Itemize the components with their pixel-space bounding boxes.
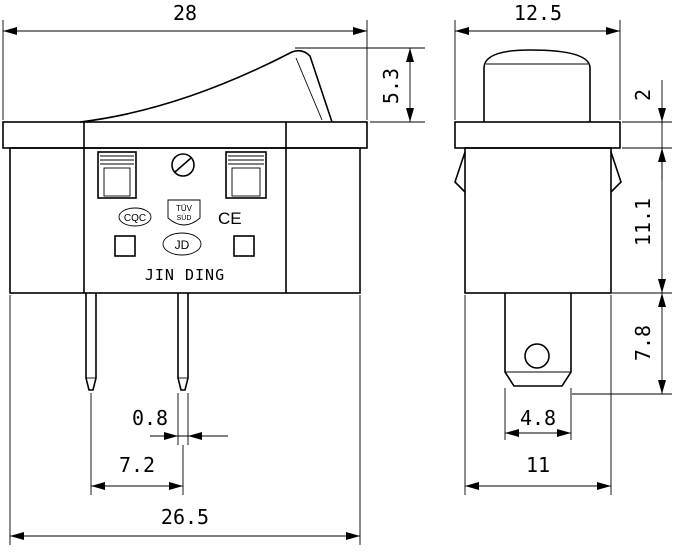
dim-2: 2	[622, 80, 672, 180]
svg-text:28: 28	[173, 1, 197, 25]
side-view	[454, 49, 622, 387]
front-body	[9, 147, 361, 294]
front-flange	[2, 121, 368, 149]
dim-7-2: 7.2	[90, 393, 184, 495]
terminal-window-right	[225, 151, 267, 199]
side-clip-left	[454, 151, 466, 193]
svg-text:12.5: 12.5	[514, 1, 562, 25]
dim-11: 11	[464, 295, 612, 495]
screw-icon	[171, 153, 195, 177]
side-clip-right	[610, 151, 622, 193]
svg-text:5.3: 5.3	[379, 68, 403, 104]
svg-text:11.1: 11.1	[631, 198, 655, 246]
dim-5-3: 5.3	[295, 47, 425, 123]
dim-0-8: 0.8	[132, 393, 228, 445]
front-view: CQC TÜV SÜD CE JD JIN DING	[2, 49, 368, 391]
side-tab-hole	[524, 343, 550, 369]
marking-square-left	[114, 235, 136, 257]
dim-26-5: 26.5	[9, 295, 361, 545]
svg-text:2: 2	[631, 89, 655, 101]
svg-text:7.8: 7.8	[631, 325, 655, 361]
terminal-window-left	[97, 151, 137, 199]
rocker-actuator	[79, 49, 333, 123]
jd-logo-icon: JD	[162, 232, 202, 256]
svg-text:SÜD: SÜD	[177, 214, 192, 222]
dim-4-8: 4.8	[504, 388, 572, 440]
dim-7-8: 7.8	[572, 293, 672, 395]
brand-label: JIN DING	[145, 266, 225, 284]
marking-square-right	[233, 235, 255, 257]
dimensions: 28 5.3 12.5 2	[2, 1, 672, 545]
svg-text:0.8: 0.8	[132, 406, 168, 430]
svg-text:7.2: 7.2	[119, 453, 155, 477]
ce-mark-icon: CE	[218, 209, 242, 228]
side-flange	[454, 121, 621, 149]
svg-text:JD: JD	[175, 238, 190, 252]
side-body	[464, 147, 612, 294]
svg-text:4.8: 4.8	[520, 406, 556, 430]
svg-text:CE: CE	[218, 209, 242, 228]
dim-12-5: 12.5	[454, 1, 621, 120]
dim-11-1: 11.1	[612, 148, 672, 294]
terminal-pin-right	[177, 293, 189, 391]
svg-text:TÜV: TÜV	[176, 204, 193, 213]
side-terminal-tab	[504, 293, 572, 387]
rocker-highlight	[295, 57, 323, 121]
side-rocker	[483, 49, 591, 122]
dim-28: 28	[2, 1, 368, 120]
cqc-mark-icon: CQC	[118, 207, 152, 227]
terminal-pin-left	[85, 293, 97, 391]
tuv-sud-mark-icon: TÜV SÜD	[167, 199, 201, 226]
svg-text:26.5: 26.5	[161, 505, 209, 529]
svg-text:CQC: CQC	[124, 213, 146, 224]
svg-text:11: 11	[526, 453, 550, 477]
